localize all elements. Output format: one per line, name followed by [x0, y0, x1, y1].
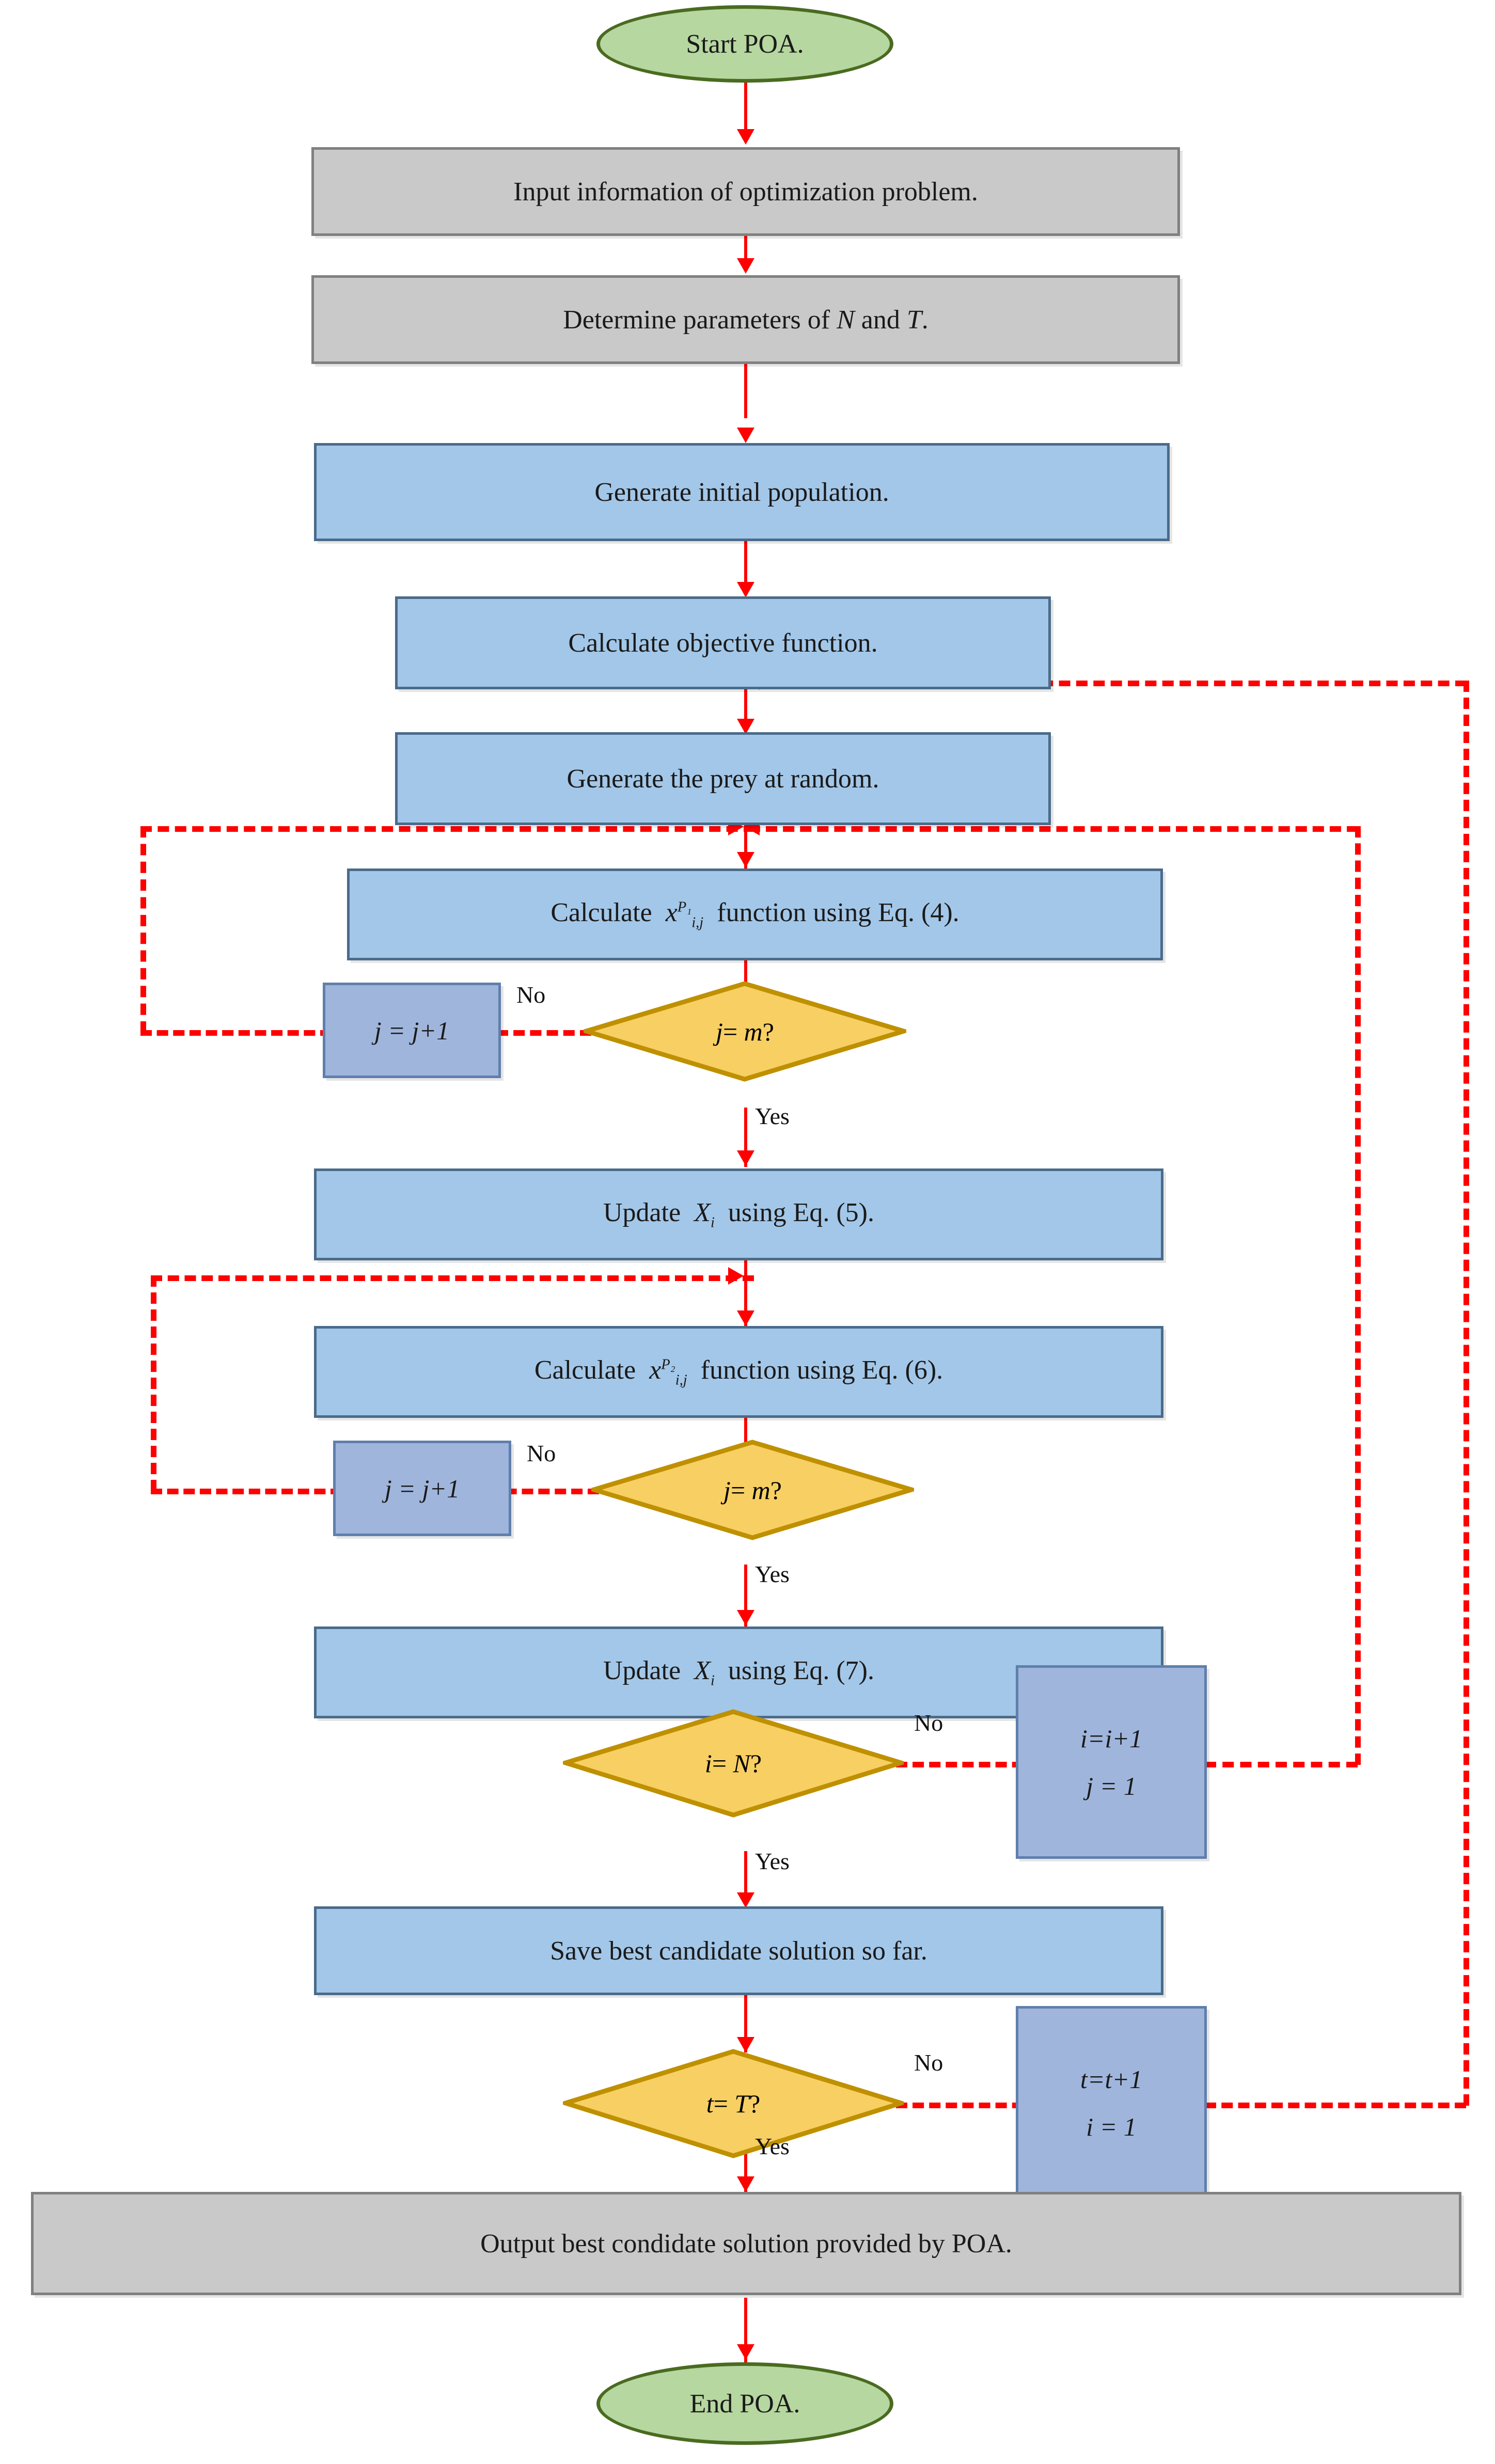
edge-label-no-j1: No [516, 982, 546, 1008]
decision-j-equals-m-1[interactable]: j= m? [584, 981, 906, 1082]
edge-label-yes-iN: Yes [755, 1848, 790, 1874]
arrow-prey [737, 719, 754, 734]
conn-decT-output [744, 2135, 747, 2192]
calculate-objective-box[interactable]: Calculate objective function. [395, 596, 1051, 689]
diamond-shape-1 [584, 981, 906, 1082]
conn-decN-save [744, 1851, 747, 1905]
generate-prey-box[interactable]: Generate the prey at random. [395, 732, 1051, 825]
j-increment-box-1[interactable]: j = j+1 [323, 983, 501, 1078]
generate-prey-label: Generate the prey at random. [566, 764, 879, 794]
loop-t-top [749, 681, 1467, 686]
edge-label-no-tT: No [914, 2049, 943, 2076]
diamond-shape-in [563, 1709, 904, 1818]
j-increment-label-1: j = j+1 [374, 1016, 450, 1045]
arrow-pop [737, 428, 754, 443]
generate-population-box[interactable]: Generate initial population. [314, 443, 1170, 541]
decision-t-equals-t-label: t= T? [706, 2089, 761, 2118]
loop-j1-top [140, 826, 755, 832]
loop-j1-bottom [140, 1030, 332, 1036]
arrow-decT [737, 2037, 754, 2052]
update-xi-eq5-label: Update Xi using Eq. (5). [603, 1198, 874, 1231]
decision-t-equals-t[interactable]: t= T? [563, 2049, 904, 2158]
save-best-box[interactable]: Save best candidate solution so far. [314, 1906, 1163, 1995]
arrow-end [737, 2344, 754, 2360]
arrow-calc2 [737, 1310, 754, 1326]
conn-params-pop [744, 364, 747, 418]
calculate-p1-box[interactable]: Calculate xP₁i,j function using Eq. (4). [347, 868, 1163, 960]
loop-t-bottom [1205, 2103, 1466, 2108]
end-terminator[interactable]: End POA. [596, 2362, 893, 2445]
loop-i-bottom [1205, 1762, 1358, 1767]
determine-parameters-box[interactable]: Determine parameters of N and T. [311, 275, 1180, 364]
arrow-loop-j2-merge [728, 1267, 744, 1285]
i-increment-stack: i=i+1 j = 1 [1080, 1724, 1142, 1801]
conn-output-end [744, 2298, 747, 2362]
decision-i-equals-n[interactable]: i= N? [563, 1709, 904, 1818]
t-increment-box[interactable]: t=t+1 i = 1 [1016, 2006, 1207, 2200]
conn-dec1-update5 [744, 1108, 747, 1167]
decision-j-equals-m-1-label: j= m? [716, 1017, 774, 1046]
decision-i-equals-n-label: i= N? [704, 1749, 762, 1778]
arrow-params [737, 258, 754, 274]
arrow-save [737, 1892, 754, 1908]
i-increment-box[interactable]: i=i+1 j = 1 [1016, 1665, 1207, 1859]
edge-label-no-iN: No [914, 1710, 943, 1736]
t-increment-stack: t=t+1 i = 1 [1080, 2064, 1142, 2142]
edge-label-yes-tT: Yes [755, 2133, 790, 2159]
determine-parameters-label: Determine parameters of N and T. [563, 305, 929, 335]
loop-i-right [1355, 826, 1361, 1765]
i-increment-line2: j = 1 [1086, 1771, 1137, 1800]
conn-pop-obj [744, 541, 747, 595]
loop-t-right [1463, 681, 1469, 2106]
conn-prey-calc1 [744, 811, 747, 870]
loop-j2-top [151, 1275, 754, 1281]
input-information-box[interactable]: Input information of optimization proble… [311, 147, 1180, 236]
arrow-input [737, 129, 754, 145]
output-best-label: Output best condidate solution provided … [480, 2229, 1012, 2258]
input-information-label: Input information of optimization proble… [513, 177, 978, 207]
edge-label-no-j2: No [527, 1440, 556, 1466]
conn-obj-prey [744, 666, 747, 733]
decision-j-equals-m-2-label: j= m? [723, 1475, 782, 1505]
edge-label-yes-j1: Yes [755, 1103, 790, 1129]
start-label: Start POA. [686, 29, 804, 59]
decision-j-equals-m-2[interactable]: j= m? [591, 1440, 914, 1540]
loop-j2-left [151, 1275, 156, 1491]
conn-input-params [744, 235, 747, 263]
calculate-p2-box[interactable]: Calculate xP₂i,j function using Eq. (6). [314, 1326, 1163, 1418]
arrow-calc1 [737, 852, 754, 867]
start-terminator[interactable]: Start POA. [596, 5, 893, 83]
conn-save-decT [744, 1993, 747, 2052]
loop-i-top [749, 826, 1358, 832]
diamond-shape-2 [591, 1440, 914, 1540]
edge-label-yes-j2: Yes [755, 1561, 790, 1587]
conn-update5-calc2 [744, 1260, 747, 1327]
t-increment-line2: i = 1 [1086, 2112, 1137, 2141]
arrow-update7 [737, 1610, 754, 1625]
conn-start-input [744, 83, 747, 134]
i-increment-line1: i=i+1 [1080, 1724, 1143, 1753]
loop-j1-left [140, 826, 146, 1033]
calculate-objective-label: Calculate objective function. [568, 628, 878, 658]
diamond-shape-tt [563, 2049, 904, 2158]
update-xi-eq7-label: Update Xi using Eq. (7). [603, 1656, 874, 1689]
calculate-p1-label: Calculate xP₁i,j function using Eq. (4). [550, 898, 959, 931]
output-best-box[interactable]: Output best condidate solution provided … [31, 2192, 1461, 2295]
save-best-label: Save best candidate solution so far. [550, 1936, 927, 1966]
j-increment-label-2: j = j+1 [384, 1474, 460, 1503]
end-label: End POA. [689, 2389, 800, 2419]
t-increment-line1: t=t+1 [1080, 2064, 1143, 2094]
arrow-obj [737, 582, 754, 597]
arrow-output [737, 2176, 754, 2192]
conn-dec2-update7 [744, 1565, 747, 1626]
update-xi-eq5-box[interactable]: Update Xi using Eq. (5). [314, 1168, 1163, 1260]
generate-population-label: Generate initial population. [594, 477, 889, 507]
j-increment-box-2[interactable]: j = j+1 [333, 1441, 511, 1536]
arrow-update5 [737, 1150, 754, 1166]
calculate-p2-label: Calculate xP₂i,j function using Eq. (6). [534, 1355, 943, 1388]
loop-j2-bottom [151, 1489, 342, 1494]
